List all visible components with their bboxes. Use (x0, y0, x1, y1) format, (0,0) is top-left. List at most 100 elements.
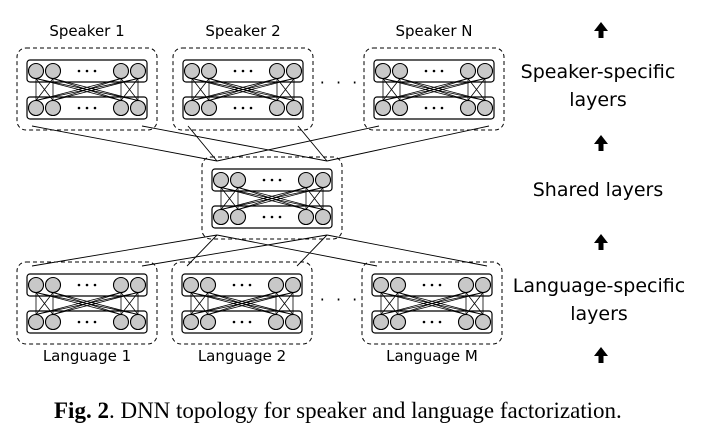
layer-ellipsis-dot (85, 320, 89, 324)
weight-line (380, 292, 484, 315)
block-connection-line (296, 234, 328, 267)
up-arrows (594, 22, 608, 363)
upper-layer (26, 273, 148, 297)
upper-layer (181, 273, 303, 297)
block-connection-line (31, 234, 218, 267)
layer-ellipsis-dot (278, 178, 282, 182)
neuron-node (183, 62, 201, 80)
weight-line (35, 292, 122, 315)
block-connection-line (186, 234, 218, 267)
layer-ellipsis-dot (233, 106, 237, 110)
figure-caption-text: . DNN topology for speaker and language … (108, 398, 622, 423)
neuron-node (200, 62, 218, 80)
layer-ellipsis-dot (262, 178, 266, 182)
up-arrow-icon (594, 234, 608, 250)
lower-layer (26, 96, 148, 120)
layer-ellipsis-dot (240, 320, 244, 324)
language-1-label: Language 1 (42, 347, 132, 365)
layer-ellipsis-dot (233, 69, 237, 73)
weight-line (382, 78, 401, 101)
language-specific-line-1: Language-specific (512, 275, 686, 297)
neuron-node (314, 208, 332, 226)
layer-ellipsis-dot (249, 106, 253, 110)
layer-ellipsis-dot (93, 69, 97, 73)
neuron-node (459, 62, 477, 80)
weight-line (397, 292, 484, 315)
layer-connections (35, 78, 139, 101)
neuron-node (112, 62, 130, 80)
layer-ellipsis-dot (232, 320, 236, 324)
weight-line (382, 78, 486, 101)
layer-connections (35, 292, 139, 315)
layer-ellipsis-dot (85, 106, 89, 110)
weight-line (237, 187, 324, 210)
layer-connections (382, 78, 486, 101)
neuron-node (27, 62, 45, 80)
neuron-node (267, 313, 285, 331)
block-connection-line (216, 234, 378, 267)
weight-line (382, 78, 469, 101)
lower-layer (182, 96, 304, 120)
weight-line (380, 292, 467, 315)
neuron-node (44, 99, 62, 117)
figure-caption-label: Fig. 2 (54, 398, 109, 423)
block-dashed-border (361, 261, 503, 345)
block-connection-line (216, 125, 380, 162)
layer-ellipsis-dot (278, 215, 282, 219)
neuron-node (200, 99, 218, 117)
neuron-node (129, 276, 147, 294)
weight-line (35, 292, 54, 315)
neuron-node (297, 208, 315, 226)
neuron-node (285, 99, 303, 117)
neuron-node (374, 99, 392, 117)
speaker-specific-layers-label: Speaker-specific layers (521, 58, 676, 114)
neuron-node (182, 313, 200, 331)
layer-ellipsis-dot (93, 283, 97, 287)
layer-ellipsis-dot (424, 106, 428, 110)
neuron-node (285, 62, 303, 80)
language-specific-layers-label: Language-specific layers (513, 272, 685, 328)
layer-ellipsis-dot (248, 283, 252, 287)
layer-ellipsis-dot (248, 320, 252, 324)
layer-connections (380, 292, 484, 315)
lower-layer (211, 205, 333, 229)
neuron-node (212, 171, 230, 189)
weight-line (35, 78, 122, 101)
speaker-block-2 (172, 47, 314, 131)
arrow-head (594, 347, 608, 356)
neuron-node (391, 99, 409, 117)
neuron-node (457, 313, 475, 331)
weight-line (208, 78, 295, 101)
block-dashed-border (171, 261, 313, 345)
neuron-node (474, 276, 492, 294)
neuron-node (229, 208, 247, 226)
weight-line (399, 78, 486, 101)
weight-line (276, 78, 295, 101)
neuron-node (476, 99, 494, 117)
neuron-node (389, 313, 407, 331)
neuron-node (268, 99, 286, 117)
weight-line (35, 78, 139, 101)
upper-layer (211, 168, 333, 192)
layer-ellipsis-dot (430, 320, 434, 324)
up-arrow-icon (594, 347, 608, 363)
layer-ellipsis-dot (440, 69, 444, 73)
layer-ellipsis-dot (440, 106, 444, 110)
neuron-node (284, 313, 302, 331)
weight-line (35, 78, 54, 101)
arrow-shaft (598, 355, 604, 363)
neuron-node (129, 99, 147, 117)
speaker-n-label: Speaker N (395, 22, 473, 40)
neuron-node (129, 313, 147, 331)
neuron-node (314, 171, 332, 189)
arrow-head (594, 234, 608, 243)
layer-ellipsis-dot (422, 320, 426, 324)
layer-ellipsis-dot (430, 283, 434, 287)
neuron-node (129, 62, 147, 80)
block-connection-line (297, 125, 328, 162)
arrow-shaft (598, 143, 604, 151)
layer-ellipsis-dot (77, 320, 81, 324)
layer-ellipsis-dot (77, 283, 81, 287)
neuron-node (183, 99, 201, 117)
